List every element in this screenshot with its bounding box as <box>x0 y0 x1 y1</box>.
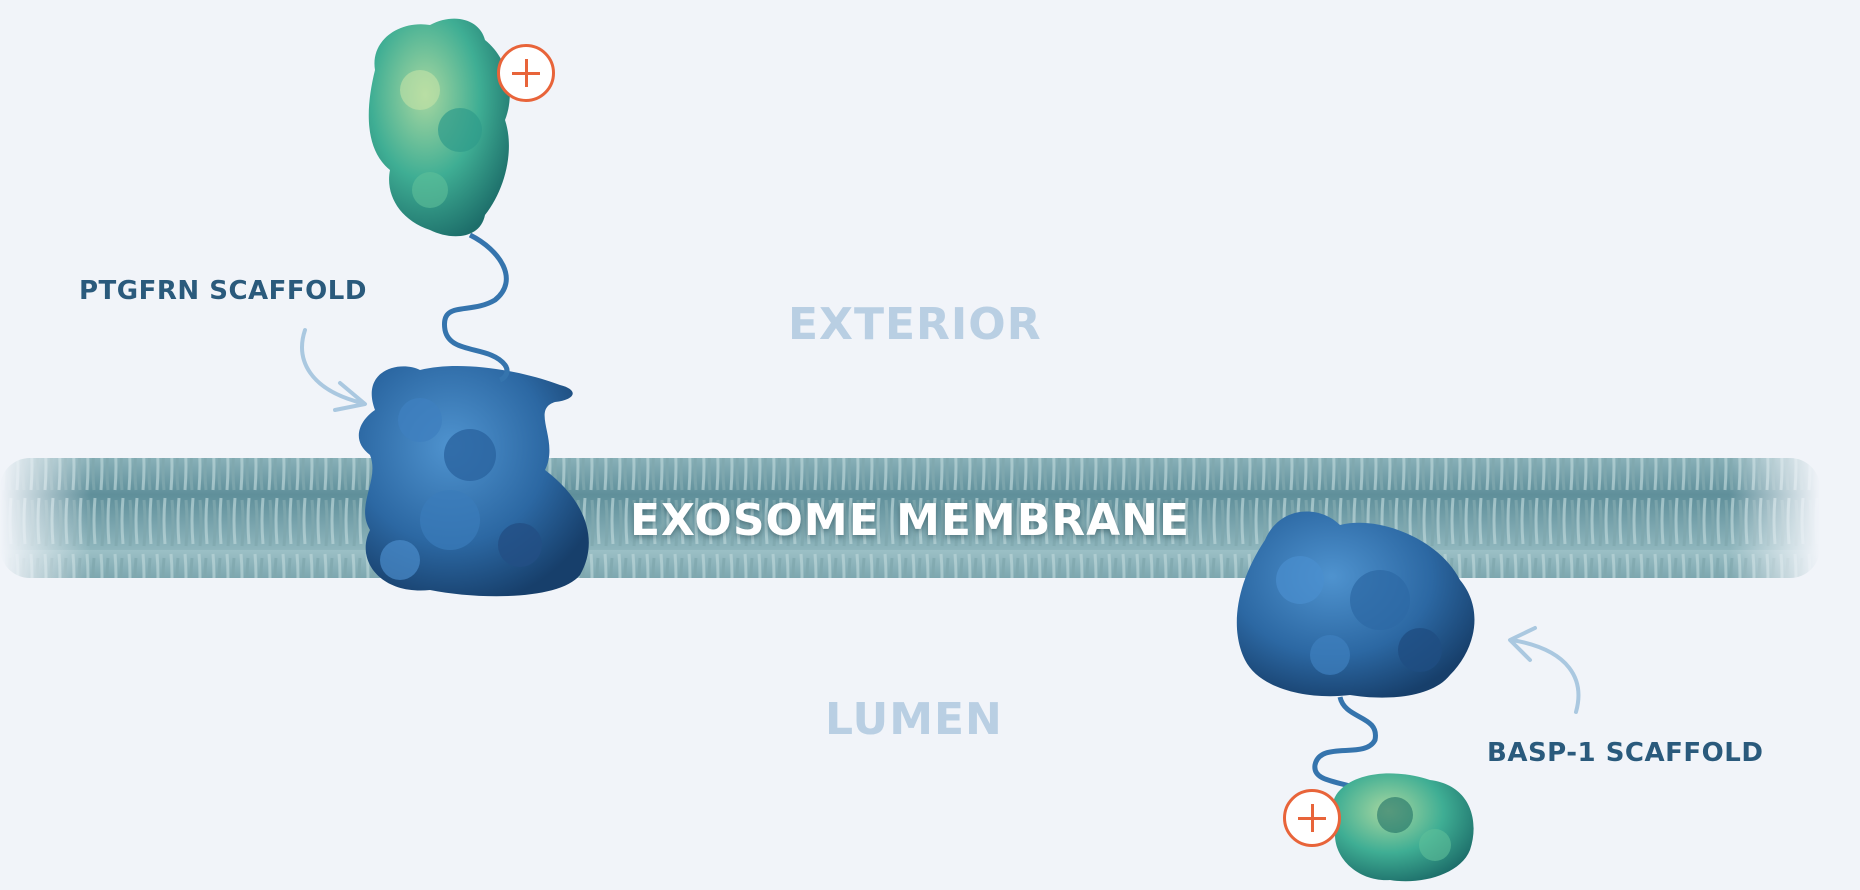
ptgfrn-linker <box>442 232 510 383</box>
ptgfrn-scaffold-protein <box>358 365 589 597</box>
basp1-arrow-icon <box>1510 638 1581 714</box>
plus-badge-icon-top <box>497 44 555 102</box>
plus-vertical <box>524 59 528 87</box>
cargo-protein-top <box>368 18 510 237</box>
ptgfrn-arrow-icon <box>300 328 364 405</box>
plus-vertical <box>1310 804 1314 832</box>
ptgfrn-arrowhead <box>333 381 367 412</box>
exosome-membrane-label: EXOSOME MEMBRANE <box>630 495 1191 546</box>
basp1-arrowhead <box>1508 626 1537 662</box>
basp1-scaffold-protein <box>1236 511 1475 698</box>
basp1-linker <box>1312 696 1378 798</box>
exterior-label: EXTERIOR <box>788 299 1042 350</box>
plus-badge-icon-bottom <box>1283 789 1341 847</box>
cargo-protein-bottom <box>1331 773 1474 882</box>
lumen-label: LUMEN <box>825 694 1003 745</box>
ptgfrn-scaffold-label: PTGFRN SCAFFOLD <box>79 276 367 306</box>
basp1-scaffold-label: BASP-1 SCAFFOLD <box>1487 738 1764 768</box>
